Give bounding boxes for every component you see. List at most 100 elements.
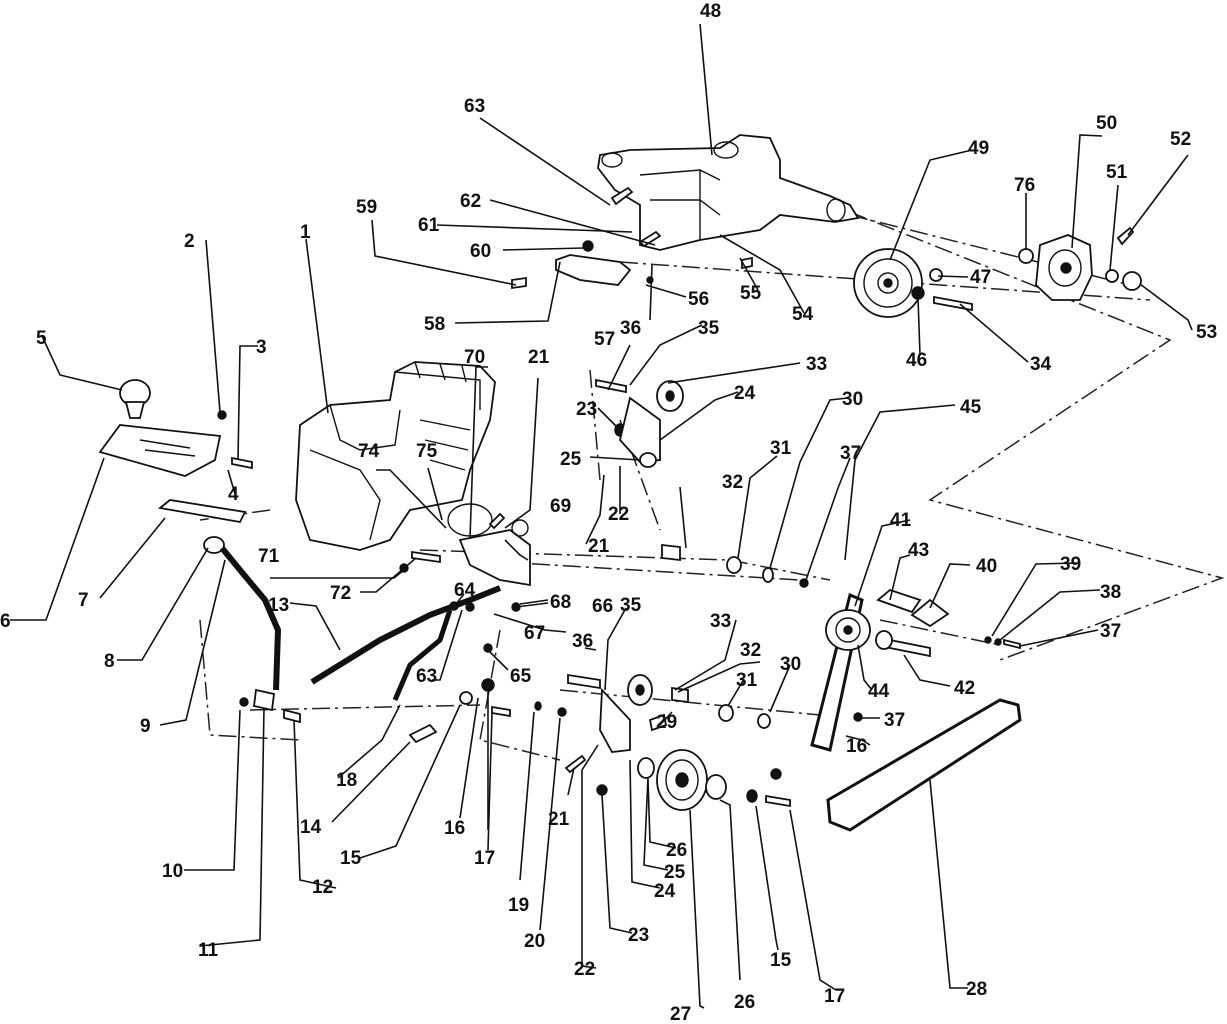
clevis-pin bbox=[283, 708, 301, 724]
washer bbox=[1018, 248, 1034, 264]
callout-76: 74 bbox=[358, 441, 380, 462]
shift-rod bbox=[219, 546, 282, 691]
callout-16a: 16 bbox=[444, 818, 465, 839]
callout-75: 72 bbox=[330, 583, 351, 604]
callout-53: 52 bbox=[1170, 129, 1191, 150]
callout-25b: 25 bbox=[664, 862, 686, 883]
nut bbox=[481, 678, 495, 692]
spacer bbox=[661, 543, 681, 562]
callout-63: 62 bbox=[460, 191, 481, 212]
callout-45: 44 bbox=[868, 681, 890, 702]
nut bbox=[799, 578, 809, 588]
callout-62: 61 bbox=[418, 215, 440, 236]
callout-22b: 22 bbox=[574, 959, 595, 980]
callout-36b: 36 bbox=[572, 631, 593, 652]
bolt bbox=[231, 456, 253, 470]
engine bbox=[295, 361, 496, 551]
callout-5: 5 bbox=[36, 328, 47, 349]
shift-bracket bbox=[157, 499, 247, 524]
callout-31a: 31 bbox=[770, 438, 792, 459]
callout-24a: 24 bbox=[734, 383, 756, 404]
transmission-bracket bbox=[555, 254, 632, 286]
callout-46: 45 bbox=[960, 397, 982, 418]
callout-15a: 15 bbox=[340, 848, 362, 869]
callout-48: 47 bbox=[970, 267, 991, 288]
pin bbox=[564, 754, 587, 774]
callout-55: 54 bbox=[792, 304, 814, 325]
pin bbox=[488, 512, 506, 530]
callout-18: 18 bbox=[336, 770, 357, 791]
callout-50: 49 bbox=[968, 138, 989, 159]
callout-20: 20 bbox=[524, 931, 545, 952]
bolt bbox=[411, 550, 441, 564]
large-pulley bbox=[853, 248, 923, 318]
belt-guide bbox=[876, 588, 922, 614]
callout-30b: 30 bbox=[780, 654, 801, 675]
bushing-29 bbox=[648, 713, 668, 732]
hub-flange bbox=[1035, 234, 1093, 301]
bolt bbox=[491, 705, 511, 718]
callout-12: 12 bbox=[312, 877, 333, 898]
callout-2: 2 bbox=[184, 231, 195, 252]
nut bbox=[239, 697, 249, 707]
callout-6: 6 bbox=[0, 611, 11, 632]
callout-13: 13 bbox=[268, 595, 289, 616]
callout-17b: 17 bbox=[824, 986, 845, 1007]
callout-35a: 35 bbox=[698, 318, 720, 339]
leader-lines bbox=[10, 23, 1193, 1009]
callout-34: 34 bbox=[1030, 354, 1052, 375]
idler-bracket bbox=[458, 529, 531, 587]
callout-3: 3 bbox=[256, 337, 267, 358]
callout-38: 37 bbox=[1100, 621, 1121, 642]
callout-25a: 25 bbox=[560, 449, 582, 470]
callout-24b: 24 bbox=[654, 881, 676, 902]
bolt bbox=[933, 295, 973, 312]
callout-59: 58 bbox=[424, 314, 445, 335]
idler-arm bbox=[619, 396, 661, 463]
callout-67: 65 bbox=[510, 666, 532, 687]
idler-bracket-hole bbox=[511, 519, 529, 537]
callout-74: 71 bbox=[258, 546, 280, 567]
callout-17a: 17 bbox=[474, 848, 495, 869]
washer bbox=[762, 567, 774, 583]
pin bbox=[610, 186, 634, 206]
nut bbox=[770, 768, 782, 780]
nut bbox=[911, 286, 925, 300]
nut bbox=[483, 643, 493, 653]
callout-33b: 33 bbox=[710, 611, 731, 632]
callout-49: 48 bbox=[700, 1, 721, 22]
callout-35b: 35 bbox=[620, 595, 642, 616]
callout-30a: 30 bbox=[842, 389, 863, 410]
bolt bbox=[595, 378, 627, 394]
callout-61: 60 bbox=[470, 241, 491, 262]
callout-14: 14 bbox=[300, 817, 322, 838]
bushing bbox=[726, 556, 742, 574]
nut bbox=[853, 712, 863, 722]
callout-71: 69 bbox=[550, 496, 571, 517]
callout-7: 7 bbox=[78, 590, 89, 611]
callout-43: 42 bbox=[954, 678, 975, 699]
washer bbox=[994, 638, 1002, 646]
control-rod bbox=[310, 585, 502, 685]
callout-39: 38 bbox=[1100, 582, 1121, 603]
callout-4: 4 bbox=[228, 484, 239, 505]
callout-37b: 37 bbox=[884, 710, 905, 731]
nut bbox=[984, 636, 992, 644]
callout-32b: 32 bbox=[740, 640, 761, 661]
callout-52: 51 bbox=[1106, 162, 1128, 183]
washer bbox=[757, 713, 771, 729]
callout-21c: 21 bbox=[548, 809, 570, 830]
parts-artwork bbox=[98, 134, 1142, 832]
nut bbox=[596, 784, 608, 796]
callout-29: 29 bbox=[656, 712, 677, 733]
nut bbox=[929, 268, 943, 282]
callout-58: 57 bbox=[594, 329, 615, 350]
callout-31b: 31 bbox=[736, 670, 758, 691]
bolt bbox=[1003, 638, 1021, 650]
callout-37a: 37 bbox=[840, 443, 861, 464]
callout-33a: 33 bbox=[806, 354, 827, 375]
callout-8: 8 bbox=[104, 651, 115, 672]
engine-pulley bbox=[825, 609, 871, 651]
